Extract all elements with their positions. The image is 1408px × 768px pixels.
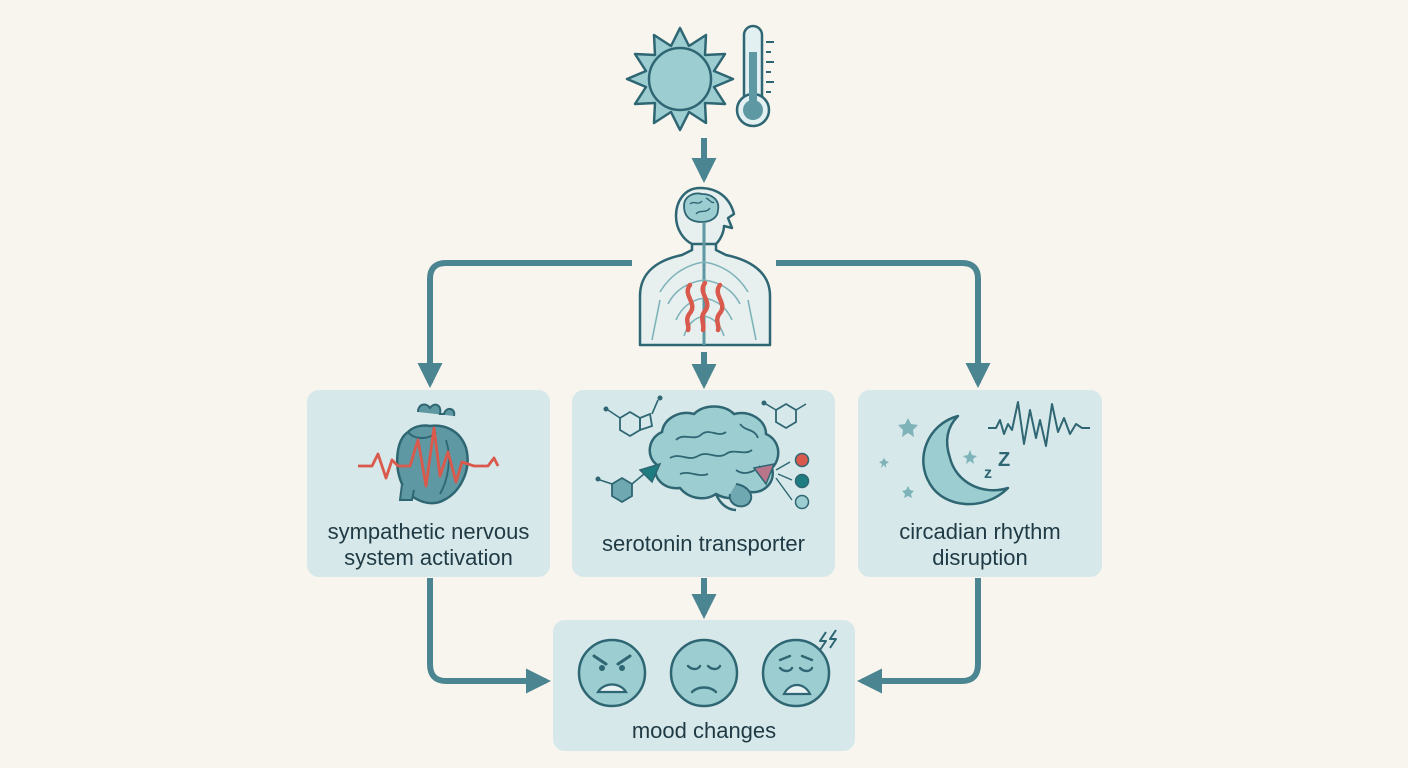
arrow-body-to-right: [776, 260, 991, 389]
label-mood-text: mood changes: [631, 718, 777, 743]
box-circadian: [858, 390, 1102, 577]
label-serotonin: serotonin transporter: [572, 531, 835, 557]
label-circadian-line2: disruption: [932, 545, 1028, 570]
brain-molecules-icon: [595, 395, 810, 512]
label-circadian-line1: circadian rhythm: [899, 519, 1061, 544]
label-sympathetic-line1: sympathetic nervous: [327, 519, 530, 544]
arrow-left-to-mood: [427, 578, 552, 694]
sad-faces-icon: [577, 629, 837, 708]
heart-ecg-icon: [358, 403, 500, 505]
anxious-face-icon: [761, 629, 837, 708]
label-sympathetic: sympathetic nervous system activation: [307, 519, 550, 571]
thermometer-icon: [735, 24, 774, 128]
arrow-right-to-mood: [856, 578, 981, 694]
human-body-icon: [638, 186, 772, 347]
angry-face-icon: [577, 638, 647, 708]
arrow-body-to-left: [417, 260, 632, 389]
label-circadian: circadian rhythm disruption: [858, 519, 1102, 571]
moon-sleep-icon: z Z: [879, 401, 1090, 506]
svg-text:Z: Z: [998, 449, 1010, 471]
sad-face-icon: [669, 638, 739, 708]
label-sympathetic-line2: system activation: [344, 545, 513, 570]
label-mood: mood changes: [553, 718, 855, 744]
label-serotonin-text: serotonin transporter: [602, 531, 805, 556]
svg-text:z: z: [984, 465, 992, 482]
sun-icon: [625, 26, 735, 132]
